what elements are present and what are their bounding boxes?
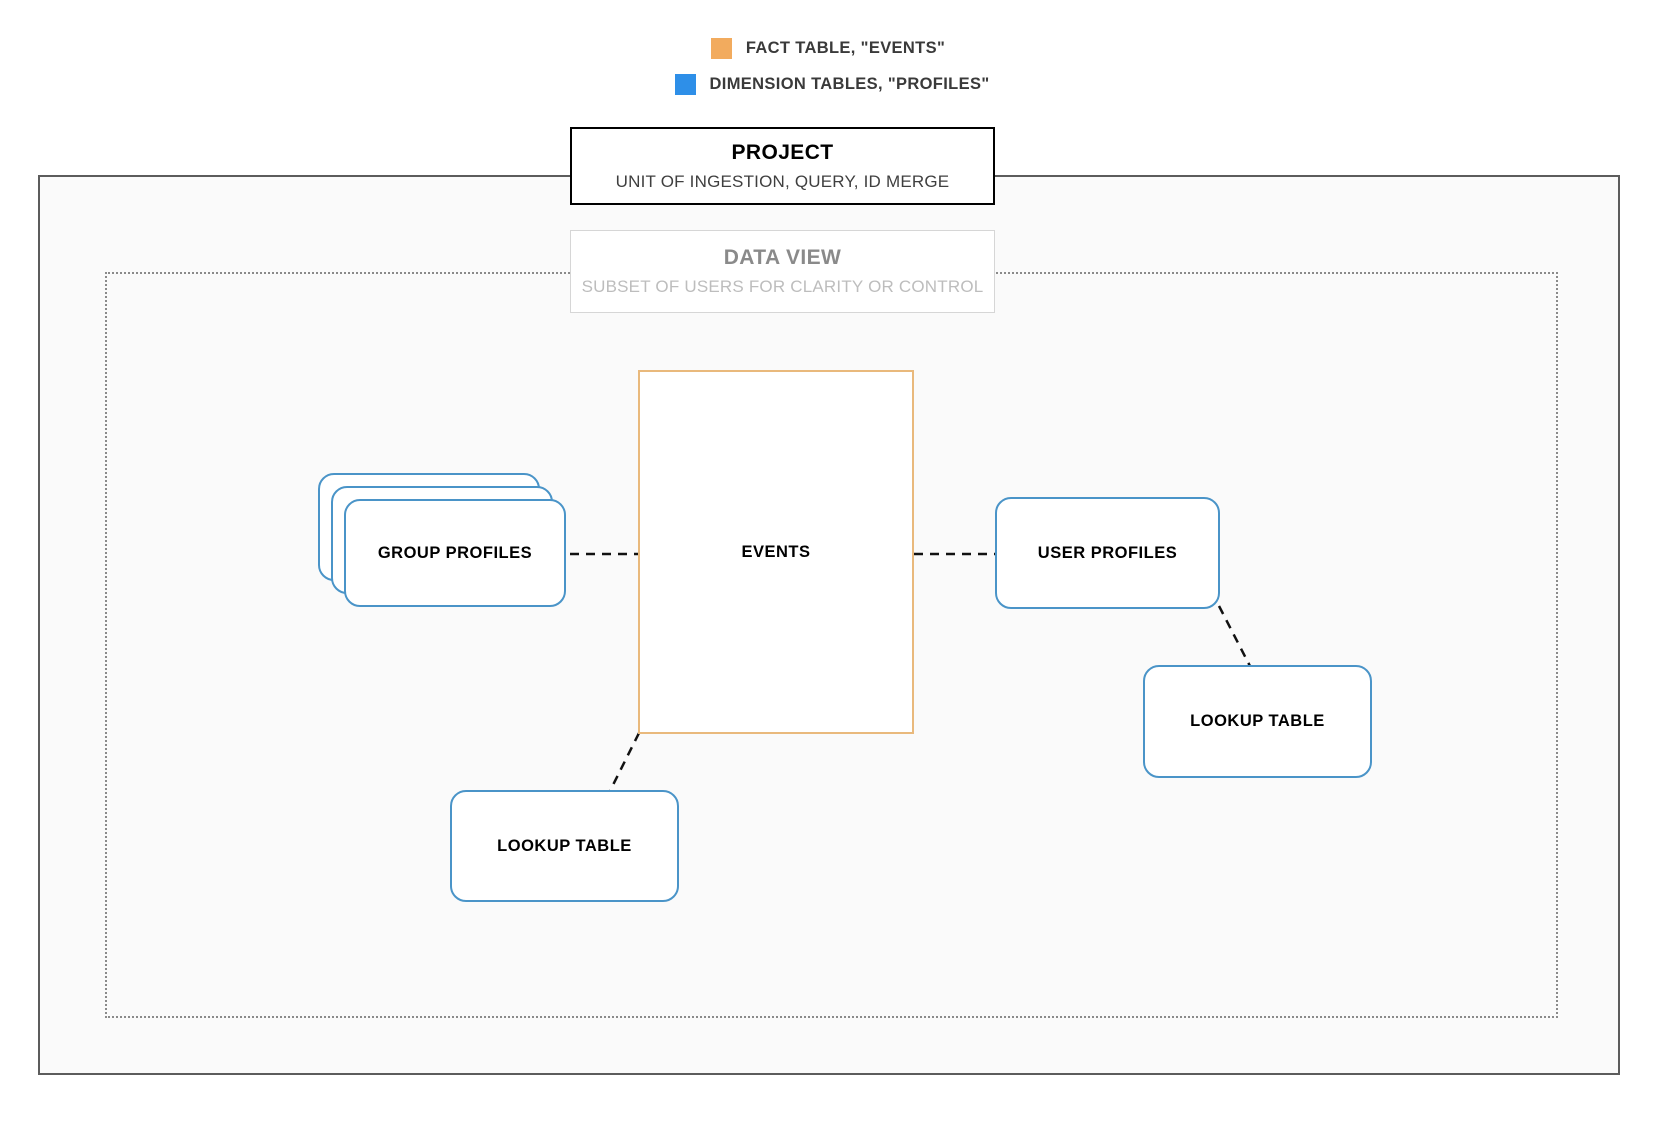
square-swatch-icon — [674, 73, 696, 95]
data-view-plaque: DATA VIEW SUBSET OF USERS FOR CLARITY OR… — [570, 230, 995, 313]
project-title: PROJECT — [731, 140, 834, 164]
legend-item-fact-table: FACT TABLE, "EVENTS" — [0, 30, 1664, 66]
legend: FACT TABLE, "EVENTS" DIMENSION TABLES, "… — [0, 30, 1664, 102]
data-view-title: DATA VIEW — [723, 246, 842, 270]
node-group-profiles-label: GROUP PROFILES — [377, 543, 533, 562]
project-plaque: PROJECT UNIT OF INGESTION, QUERY, ID MER… — [570, 127, 995, 205]
square-swatch-icon — [710, 37, 732, 59]
legend-label-dimension-tables: DIMENSION TABLES, "PROFILES" — [709, 74, 990, 93]
node-lookup-table-right[interactable]: LOOKUP TABLE — [1143, 665, 1372, 778]
node-lookup-table-right-label: LOOKUP TABLE — [1190, 712, 1325, 730]
node-group-profiles-card-front[interactable]: GROUP PROFILES — [344, 499, 566, 607]
node-lookup-table-left-label: LOOKUP TABLE — [497, 836, 632, 855]
node-events-label: EVENTS — [741, 542, 811, 561]
data-view-subtitle: SUBSET OF USERS FOR CLARITY OR CONTROL — [581, 277, 984, 297]
project-subtitle: UNIT OF INGESTION, QUERY, ID MERGE — [615, 171, 950, 191]
legend-label-fact-table: FACT TABLE, "EVENTS" — [745, 38, 946, 57]
legend-item-dimension-tables: DIMENSION TABLES, "PROFILES" — [0, 66, 1664, 102]
node-group-profiles[interactable]: GROUP PROFILES — [318, 473, 574, 615]
node-lookup-table-left[interactable]: LOOKUP TABLE — [450, 790, 679, 902]
node-user-profiles-label: USER PROFILES — [1037, 543, 1178, 562]
node-user-profiles[interactable]: USER PROFILES — [995, 497, 1220, 609]
node-events[interactable]: EVENTS — [638, 370, 914, 734]
